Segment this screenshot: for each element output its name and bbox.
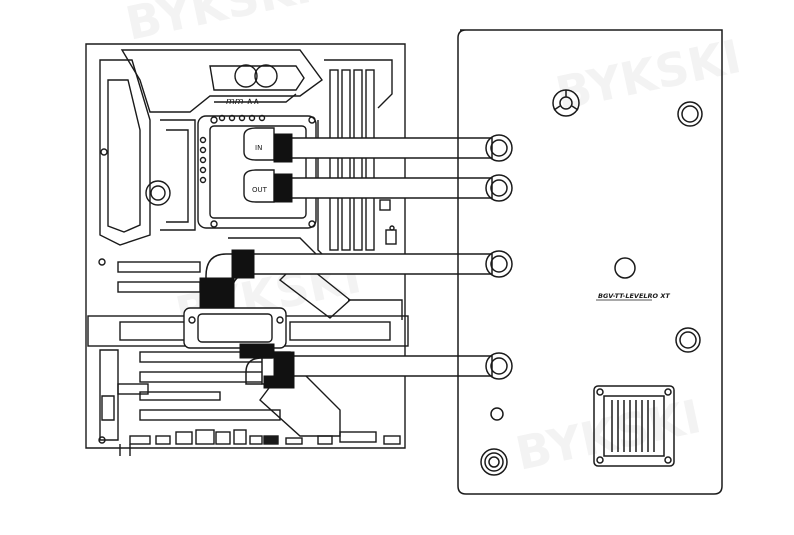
fitting-gpu-lower-a	[239, 343, 275, 359]
svg-text:OUT: OUT	[252, 186, 268, 194]
ram-slots	[317, 59, 393, 257]
drain-port	[480, 448, 508, 476]
svg-text:BYKSKI: BYKSKI	[511, 389, 706, 481]
svg-text:BYKSKI: BYKSKI	[121, 0, 316, 51]
port-4	[485, 352, 513, 380]
pump-block	[593, 385, 675, 467]
tube-2	[289, 177, 493, 199]
fill-port-icon	[552, 89, 580, 117]
distribution-plate	[457, 29, 723, 495]
port-3	[485, 250, 513, 278]
gpu-terminal	[87, 299, 409, 349]
pcie-slots	[117, 261, 291, 421]
port-top-right	[677, 101, 703, 127]
bottom-headers	[129, 429, 401, 445]
cpu-water-block: IN OUT	[197, 114, 317, 229]
tubing	[205, 137, 493, 385]
watermark: BYKSKI BYKSKI BYKSKI BYKSKI	[121, 0, 746, 481]
reservoir-model-label: BGV-TT-LEVELRO XT	[598, 292, 670, 300]
svg-text:BYKSKI: BYKSKI	[551, 29, 746, 121]
port-1	[485, 134, 513, 162]
motherboard: mm ∧∧	[85, 43, 406, 456]
fitting-cpu-out	[273, 173, 293, 203]
svg-text:mm ∧∧: mm ∧∧	[226, 97, 260, 107]
fitting-gpu-upper-b	[199, 277, 235, 309]
fittings	[199, 133, 295, 389]
tube-1	[289, 137, 493, 159]
port-2	[485, 174, 513, 202]
fitting-gpu-upper-a	[231, 249, 255, 279]
svg-text:IN: IN	[255, 144, 262, 152]
fitting-cpu-in	[273, 133, 293, 163]
port-right-middle	[675, 327, 701, 353]
